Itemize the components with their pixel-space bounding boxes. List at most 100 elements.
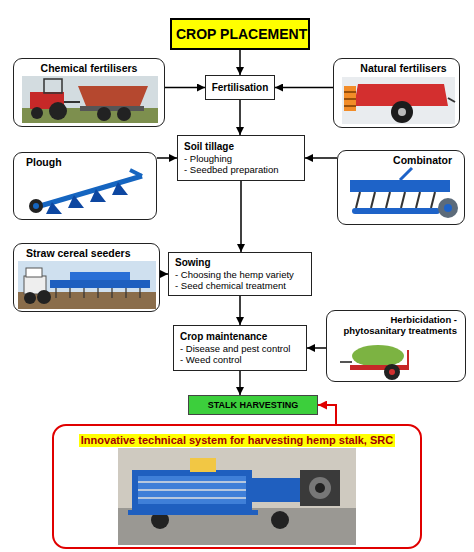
plough-picture — [130, 170, 142, 176]
seeder-picture — [70, 272, 130, 280]
harvester-photo — [300, 470, 340, 506]
machine-panel: Combinator — [337, 150, 465, 225]
process-box: Fertilisation — [205, 75, 275, 100]
harvester-photo — [118, 508, 356, 545]
spreader-picture — [64, 101, 80, 103]
manure-spreader-picture — [391, 101, 413, 123]
harvester-photo — [132, 470, 252, 510]
process-box: Sowing- Choosing the hemp variety- Seed … — [168, 252, 312, 296]
combinator-picture — [431, 192, 435, 208]
sprayer-picture — [384, 364, 400, 380]
seeder-picture — [139, 288, 140, 298]
innovation-panel: Innovative technical system for harvesti… — [52, 424, 422, 549]
sprayer-picture — [340, 345, 408, 380]
node-title: Natural fertilisers — [354, 62, 453, 75]
node-title: Straw cereal seeders — [26, 247, 147, 260]
flow-arrow — [240, 181, 242, 252]
flow-arrow — [160, 273, 168, 275]
flow-arrow — [275, 87, 333, 89]
flow-arrow — [157, 157, 177, 159]
manure-spreader-picture — [344, 98, 356, 100]
machine-panel: Natural fertilisers — [333, 58, 460, 128]
combinator-picture — [416, 192, 420, 208]
harvester-photo — [315, 483, 325, 493]
sprayer-picture — [352, 345, 404, 367]
manure-spreader-picture — [344, 91, 356, 93]
machine-panel: Plough — [13, 152, 157, 220]
node-title: Combinator — [350, 154, 452, 167]
combinator-picture — [350, 168, 458, 218]
node-title: Innovative technical system for harvesti… — [79, 434, 395, 447]
seeder-picture — [37, 290, 51, 304]
spreader-picture — [22, 76, 158, 123]
spreader-picture — [31, 107, 43, 119]
flow-arrow — [305, 157, 337, 159]
seeder-picture — [26, 268, 42, 277]
process-box: Crop maintenance- Disease and pest contr… — [173, 325, 307, 371]
process-box: Soil tillage- Ploughing- Seedbed prepara… — [177, 135, 305, 181]
spreader-picture — [78, 86, 148, 106]
plough-picture — [68, 195, 84, 208]
machine-panel: Straw cereal seeders — [13, 243, 160, 312]
node-item: - Seedbed preparation — [184, 164, 298, 175]
plough-picture — [46, 202, 62, 214]
harvester-photo — [118, 448, 356, 545]
seeder-picture — [97, 288, 98, 298]
plough-picture — [90, 189, 106, 202]
seeder-picture — [18, 261, 156, 309]
plough-picture — [33, 203, 39, 209]
manure-spreader-picture — [344, 105, 356, 107]
seeder-picture — [18, 261, 156, 309]
flow-arrow — [165, 87, 205, 89]
combinator-picture — [401, 192, 405, 208]
spreader-picture — [117, 107, 131, 121]
harvester-photo — [118, 448, 356, 545]
node-item: - Weed control — [180, 354, 300, 365]
node-title: Sowing — [175, 257, 305, 269]
node-title: Soil tillage — [184, 141, 298, 153]
combinator-picture — [350, 180, 450, 192]
node-title: STALK HARVESTING — [193, 400, 313, 411]
flow-arrow — [318, 405, 336, 424]
flow-arrow — [307, 347, 326, 349]
sprayer-picture — [389, 369, 395, 375]
manure-spreader-picture — [448, 98, 455, 102]
flow-arrow — [239, 296, 241, 325]
spreader-picture — [44, 79, 62, 93]
harvester-photo — [190, 458, 216, 472]
node-item: - Ploughing — [184, 153, 298, 164]
harvest-box: STALK HARVESTING — [188, 395, 318, 415]
spreader-picture — [22, 76, 158, 123]
machine-panel: Chemical fertilisers — [13, 58, 165, 127]
spreader-picture — [49, 102, 67, 120]
manure-spreader-picture — [398, 108, 406, 116]
combinator-picture — [386, 192, 390, 208]
seeder-picture — [83, 288, 84, 298]
node-title: CROP PLACEMENT — [176, 26, 304, 43]
node-title: Chemical fertilisers — [20, 62, 158, 75]
seeder-picture — [125, 288, 126, 298]
seeder-picture — [24, 292, 36, 304]
seeder-picture — [50, 280, 150, 288]
flow-arrow — [239, 371, 241, 395]
manure-spreader-picture — [342, 77, 455, 124]
node-item: - Disease and pest control — [180, 343, 300, 354]
plough-picture — [29, 170, 142, 214]
sprayer-picture — [407, 350, 409, 370]
combinator-picture — [352, 208, 440, 214]
node-title: Herbicidation - phytosanitary treatments — [335, 314, 457, 337]
plough-picture — [40, 176, 142, 206]
flow-arrow — [239, 50, 241, 75]
node-title: Fertilisation — [209, 82, 271, 94]
start-box: CROP PLACEMENT — [170, 18, 310, 50]
seeder-picture — [69, 288, 70, 298]
node-title: Plough — [26, 156, 144, 169]
spreader-picture — [97, 107, 111, 121]
manure-spreader-picture — [344, 86, 356, 111]
harvester-photo — [271, 511, 289, 529]
harvester-photo — [138, 476, 246, 504]
plough-picture — [29, 199, 43, 213]
plough-picture — [112, 182, 128, 195]
manure-spreader-picture — [342, 77, 455, 124]
combinator-picture — [438, 198, 458, 218]
